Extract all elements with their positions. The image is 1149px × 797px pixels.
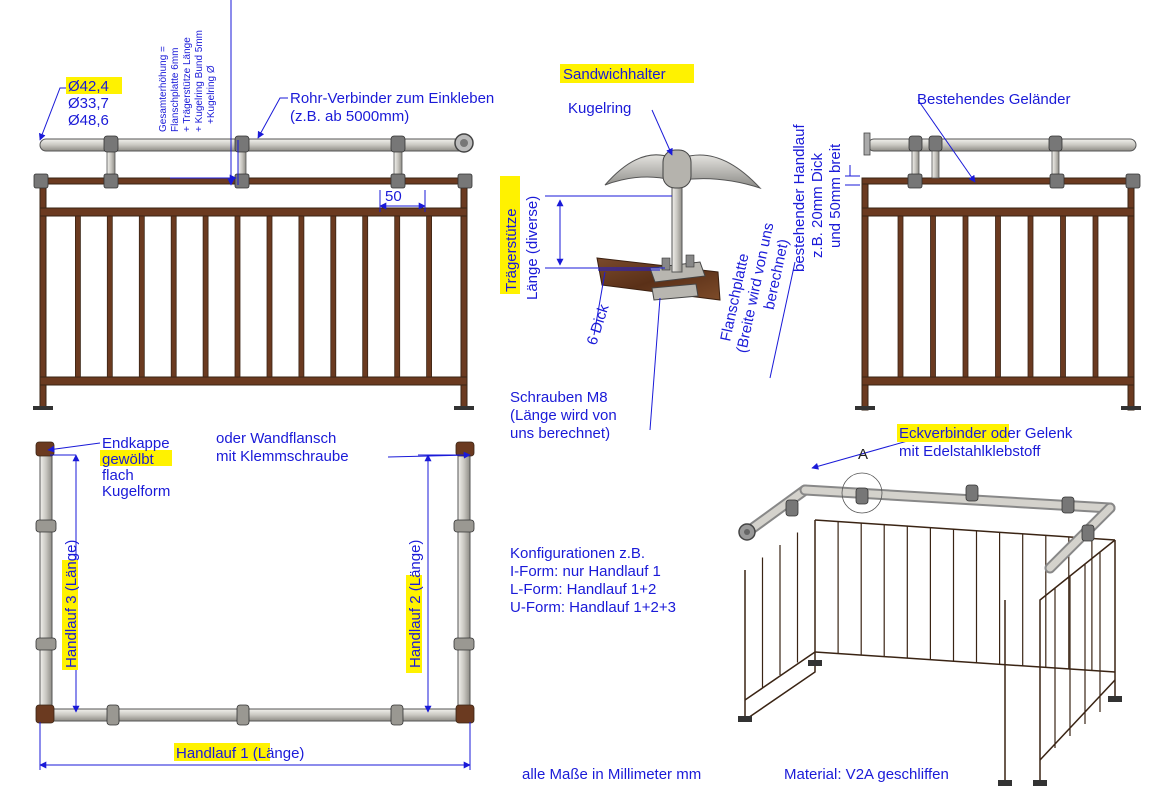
wall-flange-note: mit Klemmschraube: [216, 448, 349, 465]
handrail-3-name: Handlauf 3: [63, 595, 80, 668]
baluster: [1092, 215, 1099, 378]
units-note: alle Maße in Millimeter mm: [522, 766, 701, 783]
config-u-form: U-Form: Handlauf 1+2+3: [510, 599, 676, 616]
sandwich-holder-title: Sandwichhalter: [563, 66, 666, 83]
pipe-connector-note: (z.B. ab 5000mm): [290, 108, 409, 125]
detail-a-label: A: [858, 446, 868, 463]
existing-handrail-label-3: und 50mm breit: [827, 143, 844, 248]
corner-connector-label: Eckverbinder oder Gelenk: [899, 425, 1073, 442]
handrail-2-name: Handlauf 2: [407, 595, 424, 668]
handrail-1-label: Handlauf 1 (Länge): [176, 745, 304, 762]
total-height-note-1: Gesamterhöhung =: [158, 46, 169, 132]
ball-ring-label: Kugelring: [568, 100, 631, 117]
baluster: [394, 215, 401, 378]
baluster: [995, 215, 1001, 378]
isometric-view: [738, 437, 1122, 786]
existing-railing-view: [845, 99, 1141, 411]
corner-connector-note: mit Edelstahlklebstoff: [899, 443, 1041, 460]
length-various-label: Länge (diverse): [524, 196, 541, 300]
existing-railing-label: Bestehendes Geländer: [917, 91, 1070, 108]
front-view-railing: [33, 0, 474, 410]
screws-note-2: uns berechnet): [510, 425, 610, 442]
baluster: [1027, 215, 1034, 378]
baluster: [234, 215, 241, 378]
baluster: [962, 215, 969, 378]
end-cap-option-ball: Kugelform: [102, 483, 170, 500]
handrail-3-length: (Länge): [63, 540, 80, 596]
diameter-label-2: Ø33,7: [68, 95, 109, 112]
end-cap-option-flat: flach: [102, 467, 134, 484]
config-title: Konfigurationen z.B.: [510, 545, 645, 562]
top-view-plan: [35, 441, 475, 770]
config-l-form: L-Form: Handlauf 1+2: [510, 581, 656, 598]
labels: Ø42,4 Ø33,7 Ø48,6 Gesamterhöhung = Flans…: [63, 30, 1073, 783]
handrail-2-length: (Länge): [407, 540, 424, 596]
baluster: [298, 215, 305, 378]
existing-handrail-label-1: bestehender Handlauf: [791, 124, 808, 272]
baluster: [930, 215, 936, 378]
corner-connector-alt: oder Gelenk: [987, 425, 1073, 442]
screws-note-1: (Länge wird von: [510, 407, 617, 424]
baluster: [138, 215, 145, 378]
baluster: [170, 215, 177, 378]
end-cap-option-domed: gewölbt: [102, 451, 155, 468]
baluster: [330, 215, 337, 378]
baluster: [1060, 215, 1066, 378]
total-height-note-5: +Kugelring Ø: [206, 65, 217, 124]
baluster: [202, 215, 209, 378]
baluster: [362, 215, 369, 378]
wall-flange-label: oder Wandflansch: [216, 430, 336, 447]
total-height-note-4: + Kugelring Bund 5mm: [194, 30, 205, 132]
diameter-label-3: Ø48,6: [68, 112, 109, 129]
handrail-2-label: Handlauf 2 (Länge): [407, 540, 424, 668]
baluster: [266, 215, 273, 378]
baluster: [426, 215, 433, 378]
material-note: Material: V2A geschliffen: [784, 766, 949, 783]
support-post-label: Trägerstütze: [503, 208, 520, 292]
sandwich-holder-view: [545, 109, 796, 431]
end-cap-label: Endkappe: [102, 435, 170, 452]
thickness-6-label: 6 Dick: [584, 302, 613, 347]
baluster: [75, 215, 81, 378]
baluster: [897, 215, 904, 378]
screws-label: Schrauben M8: [510, 389, 608, 406]
baluster: [106, 215, 113, 378]
existing-handrail-label-2: z.B. 20mm Dick: [809, 152, 826, 258]
diameter-label-1: Ø42,4: [68, 78, 109, 95]
corner-connector-name: Eckverbinder: [899, 425, 987, 442]
handrail-1-length: (Länge): [249, 745, 305, 762]
dimension-50: 50: [385, 188, 402, 205]
handrail-1-name: Handlauf 1: [176, 745, 249, 762]
total-height-note-3: + Trägerstütze Länge: [182, 37, 193, 132]
pipe-connector-label: Rohr-Verbinder zum Einkleben: [290, 90, 494, 107]
config-i-form: I-Form: nur Handlauf 1: [510, 563, 661, 580]
total-height-note-2: Flanschplatte 6mm: [170, 48, 181, 132]
handrail-3-label: Handlauf 3 (Länge): [63, 540, 80, 668]
